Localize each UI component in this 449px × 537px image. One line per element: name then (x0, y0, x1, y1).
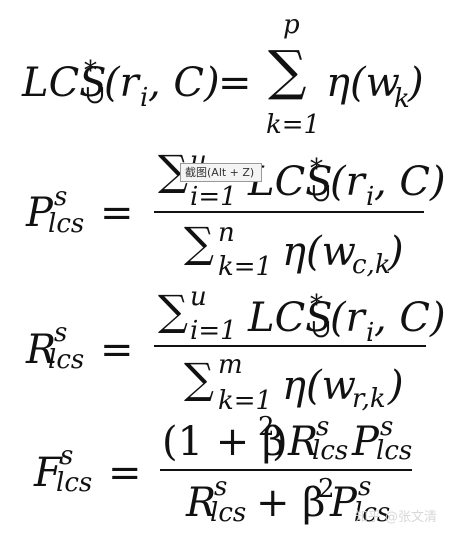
fscore-num-r: R (288, 419, 319, 465)
recall-lhs-sub: lcs (48, 345, 85, 375)
lcs-sigma-top: p (283, 10, 300, 40)
fscore-num-p: P (352, 419, 379, 465)
precision-den-sub: c,k (352, 250, 391, 280)
lcs-lhs-args: (r (104, 60, 139, 106)
recall-den-tail: ) (388, 363, 404, 409)
fscore-fraction-bar (160, 469, 412, 471)
precision-num-sub: ∪ (310, 178, 332, 208)
recall-den-sigma-bottom: k=1 (218, 386, 273, 416)
precision-fraction-bar (154, 211, 424, 213)
recall-equals: = (100, 327, 134, 373)
precision-den-sigma-top: n (218, 218, 235, 248)
recall-num-args-tail: , C) (374, 295, 446, 341)
recall-den-main: η(w (282, 363, 356, 409)
lcs-equals: = (218, 60, 252, 106)
precision-den-sigma-bottom: k=1 (218, 252, 273, 282)
fscore-den-r-sup: s (214, 472, 228, 502)
recall-num-main: LCS (248, 295, 333, 341)
precision-num-sigma-bottom: i=1 (190, 182, 237, 212)
fscore-den-plus-sup: 2 (318, 474, 335, 504)
recall-num-sup: * (310, 290, 323, 320)
recall-num-sub: ∪ (310, 314, 332, 344)
precision-equals: = (100, 190, 134, 236)
fscore-num-prefix: (1 + β (162, 419, 286, 465)
fscore-den-p: P (330, 480, 357, 526)
fscore-den-p-sub: lcs (354, 498, 391, 528)
fscore-equals: = (108, 450, 142, 496)
precision-num-main: LCS (248, 159, 333, 205)
fscore-num-p-sub: lcs (376, 436, 413, 466)
precision-num-args-sub: i (366, 182, 375, 212)
recall-lhs-sup: s (54, 318, 68, 348)
precision-lhs-sup: s (54, 182, 68, 212)
lcs-lhs-args-sub: i (140, 83, 149, 113)
lcs-rhs-sub: k (394, 84, 410, 114)
recall-den-sub: r,k (352, 384, 386, 414)
lcs-sigma-bottom: k=1 (266, 110, 321, 140)
precision-den-tail: ) (388, 229, 404, 275)
recall-num-sigma: ∑ (158, 286, 188, 335)
precision-num-args-tail: , C) (374, 159, 446, 205)
fscore-lhs-sub: lcs (56, 468, 93, 498)
fscore-den-r-sub: lcs (210, 498, 247, 528)
recall-den-sigma-top: m (218, 350, 243, 380)
watermark: 知乎 @张文清 (355, 506, 437, 525)
lcs-lhs-sub: ∪ (84, 80, 106, 110)
recall-den-sigma: ∑ (184, 354, 214, 403)
lcs-rhs-tail: ) (408, 60, 424, 106)
fscore-num-r-sub: lcs (312, 436, 349, 466)
recall-num-args: (r (330, 295, 365, 341)
lcs-lhs-main: LCS (22, 60, 107, 106)
precision-num-sup: * (310, 154, 323, 184)
fscore-den-r: R (186, 480, 217, 526)
precision-lhs-sub: lcs (48, 209, 85, 239)
precision-den-sigma: ∑ (184, 218, 214, 267)
watermark-text: 知乎 @张文清 (354, 510, 437, 525)
fscore-num-prefix-tail: ) (272, 419, 288, 465)
lcs-lhs-args-tail: , C) (148, 60, 220, 106)
precision-den-main: η(w (282, 229, 356, 275)
screenshot-tooltip: 截图(Alt + Z) (180, 163, 262, 182)
recall-num-sigma-bottom: i=1 (190, 316, 237, 346)
precision-lhs: P (26, 190, 53, 236)
fscore-num-p-sup: s (380, 412, 394, 442)
recall-fraction-bar (154, 345, 426, 347)
fscore-lhs: F (34, 450, 62, 496)
fscore-num-prefix-sup: 2 (258, 412, 275, 442)
lcs-sigma: ∑ (268, 39, 307, 102)
recall-lhs: R (26, 327, 57, 373)
fscore-den-plus: + β (256, 480, 326, 526)
recall-num-args-sub: i (366, 318, 375, 348)
fscore-lhs-sup: s (60, 441, 74, 471)
lcs-rhs-main: η(w (326, 60, 400, 106)
fscore-num-r-sup: s (316, 412, 330, 442)
precision-num-args: (r (330, 159, 365, 205)
recall-num-sigma-top: u (190, 282, 207, 312)
lcs-lhs-sup: * (84, 56, 97, 86)
fscore-den-p-sup: s (358, 472, 372, 502)
